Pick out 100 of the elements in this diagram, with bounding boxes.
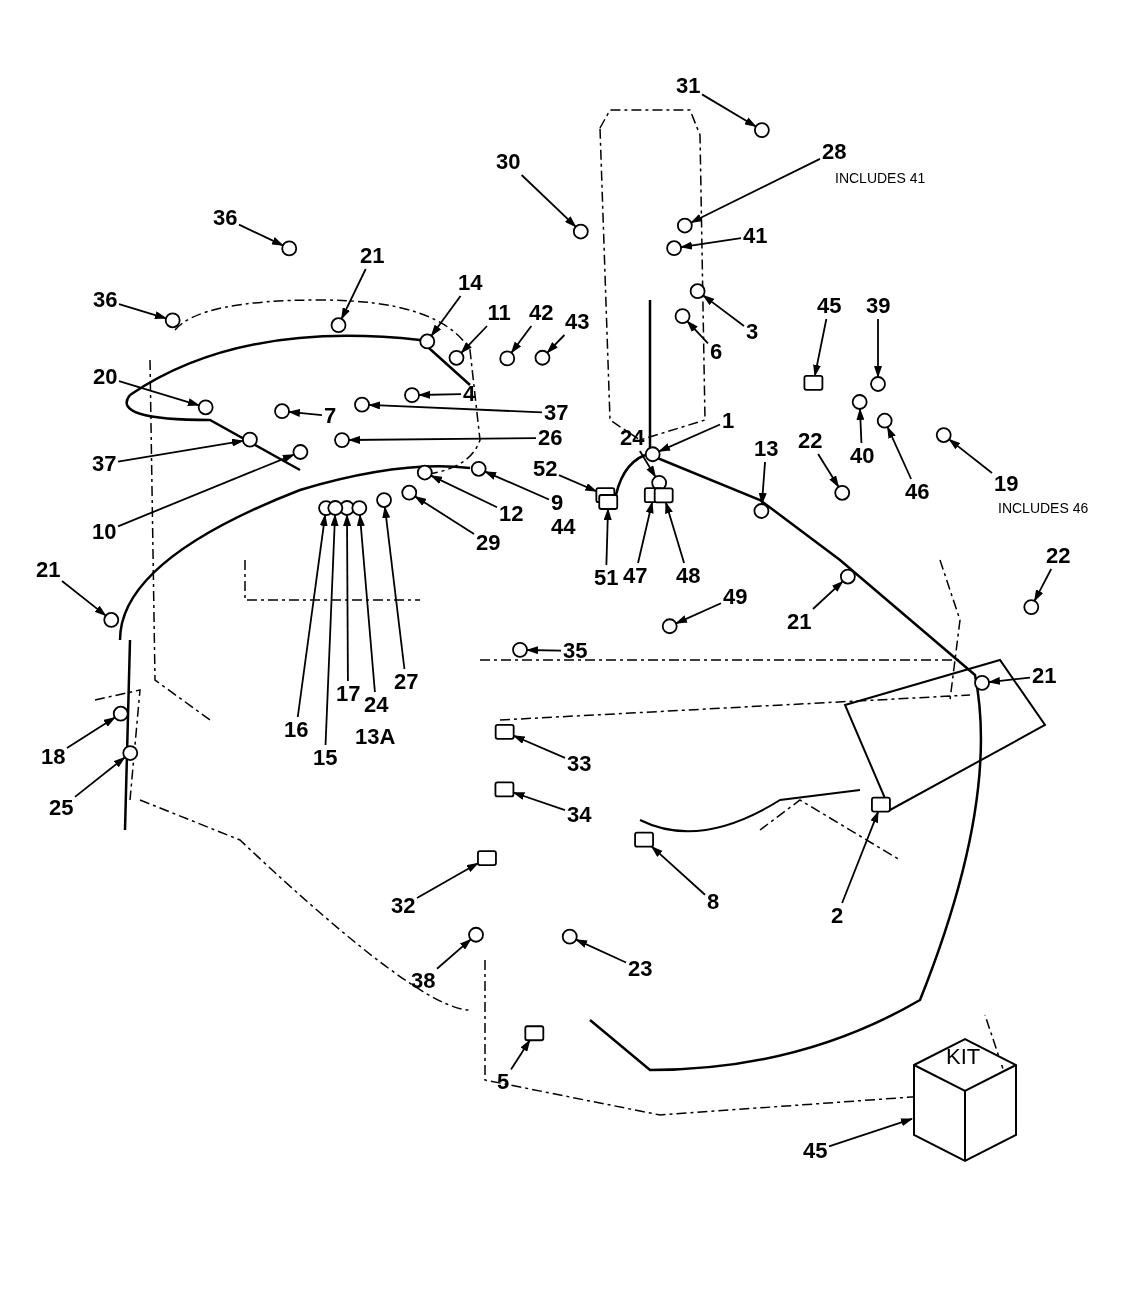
leader-line bbox=[813, 318, 828, 377]
callout-number: 20 bbox=[91, 364, 120, 390]
callout-number: 26 bbox=[536, 425, 565, 451]
leader-line bbox=[638, 450, 657, 478]
callout-number: 12 bbox=[497, 501, 526, 527]
leader-line bbox=[512, 734, 566, 759]
leader-line bbox=[61, 580, 107, 617]
callout-number: 22 bbox=[796, 428, 825, 454]
nut-drawing bbox=[644, 446, 661, 463]
callout-number: 24 bbox=[618, 425, 647, 451]
callout-number: 28 bbox=[820, 139, 849, 165]
callout-number: 36 bbox=[211, 205, 240, 231]
leader-line bbox=[874, 318, 882, 378]
leader-line bbox=[416, 862, 479, 899]
nut-drawing bbox=[974, 675, 990, 691]
callout-number: 43 bbox=[563, 309, 592, 335]
callout-number: 36 bbox=[91, 287, 120, 313]
nut-drawing bbox=[164, 312, 181, 329]
callout-number: 6 bbox=[708, 339, 725, 365]
leader-line bbox=[238, 223, 284, 247]
callout-number: 15 bbox=[311, 745, 340, 771]
leader-line bbox=[675, 602, 722, 625]
leader-line bbox=[520, 174, 577, 228]
leader-line bbox=[484, 470, 550, 501]
nut-drawing bbox=[468, 926, 484, 943]
nut-drawing bbox=[327, 500, 344, 516]
leader-line bbox=[828, 1118, 913, 1148]
nut-drawing bbox=[753, 503, 770, 519]
part-drawing bbox=[598, 494, 619, 510]
callout-number: 24 bbox=[362, 692, 391, 718]
leader-line bbox=[118, 303, 167, 320]
callout-number: 23 bbox=[626, 956, 655, 982]
nut-drawing bbox=[376, 492, 392, 508]
callout-number: 3 bbox=[744, 319, 761, 345]
leader-line bbox=[414, 495, 475, 535]
callout-number: 47 bbox=[621, 563, 650, 589]
nut-drawing bbox=[561, 928, 578, 945]
leader-line bbox=[526, 646, 562, 655]
nut-drawing bbox=[851, 394, 868, 410]
leader-line bbox=[117, 438, 244, 463]
nut-drawing bbox=[354, 396, 370, 413]
callout-number: 13 bbox=[752, 436, 781, 462]
callout-number: 7 bbox=[322, 403, 339, 429]
leader-line bbox=[460, 325, 488, 354]
leader-line bbox=[343, 514, 352, 682]
callout-number: 34 bbox=[565, 802, 594, 828]
leader-line bbox=[690, 158, 821, 224]
leader-line bbox=[988, 676, 1031, 685]
leader-line bbox=[650, 845, 706, 896]
callout-number: 21 bbox=[34, 557, 63, 583]
callout-number: 22 bbox=[1044, 543, 1073, 569]
leader-line bbox=[664, 501, 685, 564]
callout-number: 29 bbox=[474, 530, 503, 556]
nut-drawing bbox=[103, 612, 120, 628]
leader-line bbox=[512, 791, 566, 812]
callout-number: 1 bbox=[720, 408, 737, 434]
nut-drawing bbox=[281, 240, 298, 257]
leader-line bbox=[686, 320, 709, 345]
leader-line bbox=[603, 508, 612, 566]
callout-number: 31 bbox=[674, 73, 703, 99]
leader-line bbox=[356, 514, 376, 693]
leader-line bbox=[758, 461, 767, 505]
nut-drawing bbox=[839, 568, 856, 585]
callout-number: 16 bbox=[282, 717, 311, 743]
leader-line bbox=[324, 514, 339, 746]
leader-line bbox=[812, 580, 844, 610]
leader-line bbox=[66, 716, 116, 749]
callout-number: 46 bbox=[903, 479, 932, 505]
callout-number: 2 bbox=[829, 903, 846, 929]
part-drawing bbox=[524, 1025, 545, 1042]
leader-line bbox=[382, 506, 406, 670]
nut-drawing bbox=[499, 350, 516, 367]
nut-drawing bbox=[834, 484, 851, 501]
nut-drawing bbox=[197, 399, 214, 416]
leader-line bbox=[948, 438, 993, 474]
leader-line bbox=[817, 453, 840, 488]
callout-number: 21 bbox=[1030, 663, 1059, 689]
nut-drawing bbox=[242, 431, 258, 448]
leader-line bbox=[430, 474, 498, 509]
callout-number: 49 bbox=[721, 584, 750, 610]
callout-number: 39 bbox=[864, 293, 893, 319]
callout-number: 11 bbox=[485, 300, 513, 326]
includes-note: INCLUDES 41 bbox=[835, 170, 926, 186]
includes-note: INCLUDES 46 bbox=[998, 500, 1089, 516]
leader-line bbox=[117, 453, 295, 528]
nut-drawing bbox=[676, 217, 693, 234]
callout-number: 8 bbox=[705, 889, 722, 915]
part-drawing bbox=[871, 796, 891, 813]
callout-number: 30 bbox=[494, 149, 523, 175]
callout-number: 37 bbox=[542, 400, 571, 426]
callout-number: 10 bbox=[90, 519, 119, 545]
nut-drawing bbox=[674, 308, 691, 325]
callout-number: 40 bbox=[848, 443, 877, 469]
leader-line bbox=[118, 380, 200, 407]
part-drawing bbox=[803, 374, 824, 391]
nut-drawing bbox=[1023, 599, 1040, 615]
callout-number: 18 bbox=[39, 744, 68, 770]
leader-line bbox=[368, 401, 543, 414]
callout-number: 38 bbox=[409, 968, 438, 994]
leader-line bbox=[680, 237, 742, 250]
